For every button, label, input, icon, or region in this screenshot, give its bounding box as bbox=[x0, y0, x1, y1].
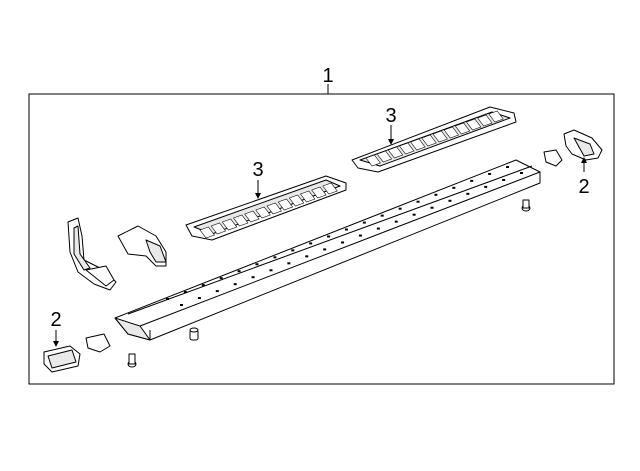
tread-slot bbox=[244, 210, 260, 223]
rail-dimple bbox=[341, 241, 345, 244]
rail-dimple bbox=[215, 290, 219, 293]
tread-slot bbox=[410, 138, 426, 151]
tread-slot bbox=[255, 206, 271, 219]
tread-slot bbox=[387, 146, 404, 159]
rail-dimple bbox=[376, 227, 380, 230]
tread-slot bbox=[376, 150, 393, 163]
rail-dimple bbox=[166, 298, 169, 300]
rail-dimple bbox=[309, 242, 313, 245]
rail-dimple bbox=[380, 214, 384, 217]
callout-end-cap-right: 2 bbox=[578, 176, 589, 198]
rail-dimple bbox=[470, 179, 474, 182]
rail-dimple bbox=[323, 248, 327, 251]
running-board-rail bbox=[114, 159, 541, 341]
tread-slot bbox=[300, 190, 316, 203]
tread-slot bbox=[443, 126, 460, 139]
tread-slot bbox=[199, 226, 215, 239]
rail-dimple bbox=[344, 228, 348, 231]
tread-slot bbox=[266, 202, 282, 215]
step-pad-front bbox=[185, 175, 347, 241]
tread-slot bbox=[399, 142, 415, 155]
rail-dimple bbox=[394, 220, 398, 223]
rail-dimple bbox=[358, 234, 362, 237]
rail-dimple bbox=[233, 283, 237, 286]
end-cap-left bbox=[43, 333, 111, 373]
rail-dimple bbox=[466, 192, 470, 195]
rail-dimple bbox=[488, 172, 492, 175]
rail-dimple bbox=[520, 172, 523, 174]
rail-dimple bbox=[416, 200, 420, 203]
rail-dimple bbox=[412, 213, 416, 216]
rail-dimple bbox=[219, 277, 223, 280]
callout-end-cap-left: 2 bbox=[50, 309, 61, 331]
push-pin-fastener-rear bbox=[521, 199, 531, 212]
tread-slot bbox=[277, 198, 294, 211]
rail-dimple bbox=[201, 284, 205, 287]
rail-dimple bbox=[398, 207, 402, 210]
callout-step-pad-rear: 3 bbox=[385, 105, 396, 127]
rail-dimple bbox=[180, 304, 183, 306]
tread-slot bbox=[488, 110, 504, 123]
tread-slot bbox=[454, 122, 471, 135]
rail-dimple bbox=[287, 262, 291, 265]
rail-dimple bbox=[484, 185, 488, 188]
rail-dimple bbox=[362, 221, 366, 224]
tread-slot bbox=[365, 154, 381, 167]
rail-dimple bbox=[452, 186, 456, 189]
rail-dimple bbox=[255, 263, 259, 266]
rail-dimple bbox=[251, 276, 255, 279]
push-pin-fastener-front bbox=[127, 353, 137, 368]
tread-slot bbox=[233, 214, 249, 227]
tread-slot bbox=[322, 182, 338, 195]
mounting-bracket-front bbox=[67, 217, 117, 291]
rail-dimple bbox=[269, 269, 273, 272]
assembly-frame bbox=[28, 93, 615, 385]
rail-dimple bbox=[502, 178, 506, 181]
tread-slot bbox=[221, 218, 238, 231]
tread-slot bbox=[466, 118, 482, 131]
rail-dimple bbox=[291, 249, 295, 252]
rail-dimple bbox=[506, 166, 509, 168]
rail-dimple bbox=[273, 256, 277, 259]
tread-slot bbox=[210, 222, 227, 235]
splash-guard bbox=[117, 225, 167, 267]
rail-dimple bbox=[197, 297, 201, 300]
rail-dimple bbox=[237, 270, 241, 273]
tread-slot bbox=[421, 134, 437, 147]
step-pad-rear bbox=[351, 106, 517, 173]
tread-slot bbox=[477, 114, 493, 127]
rail-dimple bbox=[434, 193, 438, 196]
rail-dimple bbox=[327, 235, 331, 238]
rail-dimple bbox=[448, 199, 452, 202]
callout-step-pad-front: 3 bbox=[252, 159, 263, 181]
rail-dimple bbox=[305, 255, 309, 258]
tread-slot bbox=[288, 194, 305, 207]
plug-fastener bbox=[189, 327, 199, 341]
tread-slot bbox=[432, 130, 448, 143]
rail-dimple bbox=[430, 206, 434, 209]
callout-assembly: 1 bbox=[322, 65, 333, 87]
end-cap-right bbox=[543, 129, 603, 167]
rail-dimple bbox=[183, 291, 187, 294]
tread-slot bbox=[311, 186, 327, 199]
